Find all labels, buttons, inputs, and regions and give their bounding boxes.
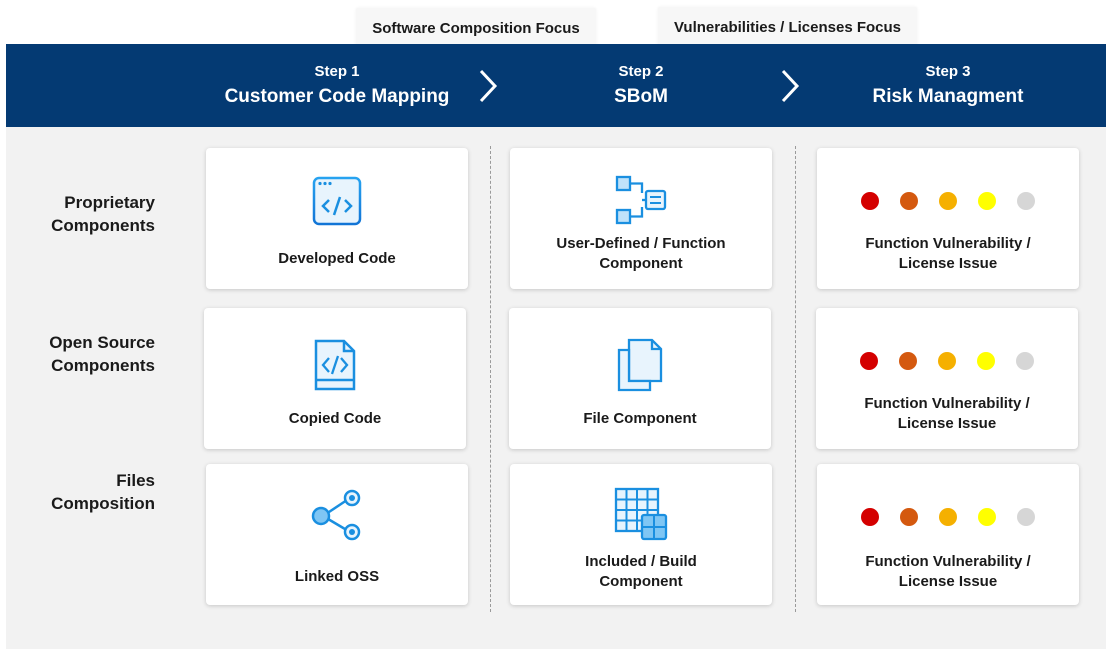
chevron-right-icon xyxy=(781,69,800,103)
row-label-line: Proprietary xyxy=(64,193,155,212)
row-label-proprietary: Proprietary Components xyxy=(0,191,155,237)
high-severity-dot xyxy=(899,352,917,370)
severity-dots xyxy=(816,352,1078,370)
step-3-title: Risk Managment xyxy=(872,86,1024,107)
step-3-number: Step 3 xyxy=(925,63,971,80)
row-label-files: Files Composition xyxy=(0,469,155,515)
none-severity-dot xyxy=(1017,192,1035,210)
card-label: Copied Code xyxy=(288,410,382,427)
row-label-line: Composition xyxy=(51,494,155,513)
low-severity-dot xyxy=(978,508,996,526)
card-label: Included / Build Component xyxy=(510,552,772,592)
high-severity-dot xyxy=(900,192,918,210)
severity-dots xyxy=(817,192,1079,210)
card-label-line: Function Vulnerability / xyxy=(865,235,1031,252)
card-label-line: License Issue xyxy=(898,255,998,272)
row-label-line: Open Source xyxy=(49,333,155,352)
severity-dots xyxy=(817,508,1079,526)
share-nodes-icon xyxy=(311,489,361,541)
grid-table-icon xyxy=(614,487,668,541)
card-function-vulnerability: Function Vulnerability / License Issue xyxy=(816,308,1078,449)
card-label-line: License Issue xyxy=(898,573,998,590)
card-linked-oss: Linked OSS xyxy=(206,464,468,605)
flow-diagram-icon xyxy=(615,175,667,225)
step-2-header: Step 2 SBoM xyxy=(506,44,776,127)
code-window-icon xyxy=(312,176,362,226)
code-file-icon xyxy=(314,339,356,391)
row-label-line: Files xyxy=(116,471,155,490)
software-composition-focus-tab: Software Composition Focus xyxy=(356,8,596,48)
low-severity-dot xyxy=(978,192,996,210)
high-severity-dot xyxy=(900,508,918,526)
card-label-line: Included / Build xyxy=(585,553,697,570)
card-label-line: Function Vulnerability / xyxy=(865,553,1031,570)
column-divider xyxy=(490,146,491,612)
card-label: User-Defined / Function Component xyxy=(510,234,772,274)
card-function-vulnerability: Function Vulnerability / License Issue xyxy=(817,464,1079,605)
medium-severity-dot xyxy=(939,192,957,210)
step-2-number: Step 2 xyxy=(618,63,664,80)
card-label-line: User-Defined / Function xyxy=(556,235,726,252)
card-label: File Component xyxy=(509,409,771,429)
card-label: Function Vulnerability / License Issue xyxy=(817,552,1079,592)
step-1-number: Step 1 xyxy=(314,63,360,80)
none-severity-dot xyxy=(1017,508,1035,526)
step-1-header: Step 1 Customer Code Mapping xyxy=(202,44,472,127)
card-label: Developed Code xyxy=(278,250,396,267)
card-file-component: File Component xyxy=(509,308,771,449)
card-developed-code: Developed Code xyxy=(206,148,468,289)
card-label: Function Vulnerability / License Issue xyxy=(816,394,1078,434)
card-label: Function Vulnerability / License Issue xyxy=(817,234,1079,274)
column-divider xyxy=(795,146,796,612)
card-label: Linked OSS xyxy=(294,568,380,585)
card-label-line: Component xyxy=(599,255,683,272)
none-severity-dot xyxy=(1016,352,1034,370)
critical-severity-dot xyxy=(861,192,879,210)
row-label-open-source: Open Source Components xyxy=(0,331,155,377)
card-label-line: Function Vulnerability / xyxy=(864,395,1030,412)
steps-header: Step 1 Customer Code Mapping Step 2 SBoM… xyxy=(6,44,1106,127)
critical-severity-dot xyxy=(861,508,879,526)
medium-severity-dot xyxy=(939,508,957,526)
step-1-title: Customer Code Mapping xyxy=(224,86,450,107)
chevron-right-icon xyxy=(479,69,498,103)
card-included-build-component: Included / Build Component xyxy=(510,464,772,605)
card-label-line: Component xyxy=(599,573,683,590)
low-severity-dot xyxy=(977,352,995,370)
vulnerabilities-licenses-focus-tab: Vulnerabilities / Licenses Focus xyxy=(658,7,917,47)
row-label-line: Components xyxy=(51,356,155,375)
card-function-vulnerability: Function Vulnerability / License Issue xyxy=(817,148,1079,289)
card-label-line: File Component xyxy=(583,410,697,427)
card-user-defined-function-component: User-Defined / Function Component xyxy=(510,148,772,289)
documents-icon xyxy=(617,338,663,392)
card-copied-code: Copied Code xyxy=(204,308,466,449)
step-3-header: Step 3 Risk Managment xyxy=(813,44,1083,127)
medium-severity-dot xyxy=(938,352,956,370)
row-label-line: Components xyxy=(51,216,155,235)
card-label-line: License Issue xyxy=(897,415,997,432)
step-2-title: SBoM xyxy=(614,86,668,107)
critical-severity-dot xyxy=(860,352,878,370)
